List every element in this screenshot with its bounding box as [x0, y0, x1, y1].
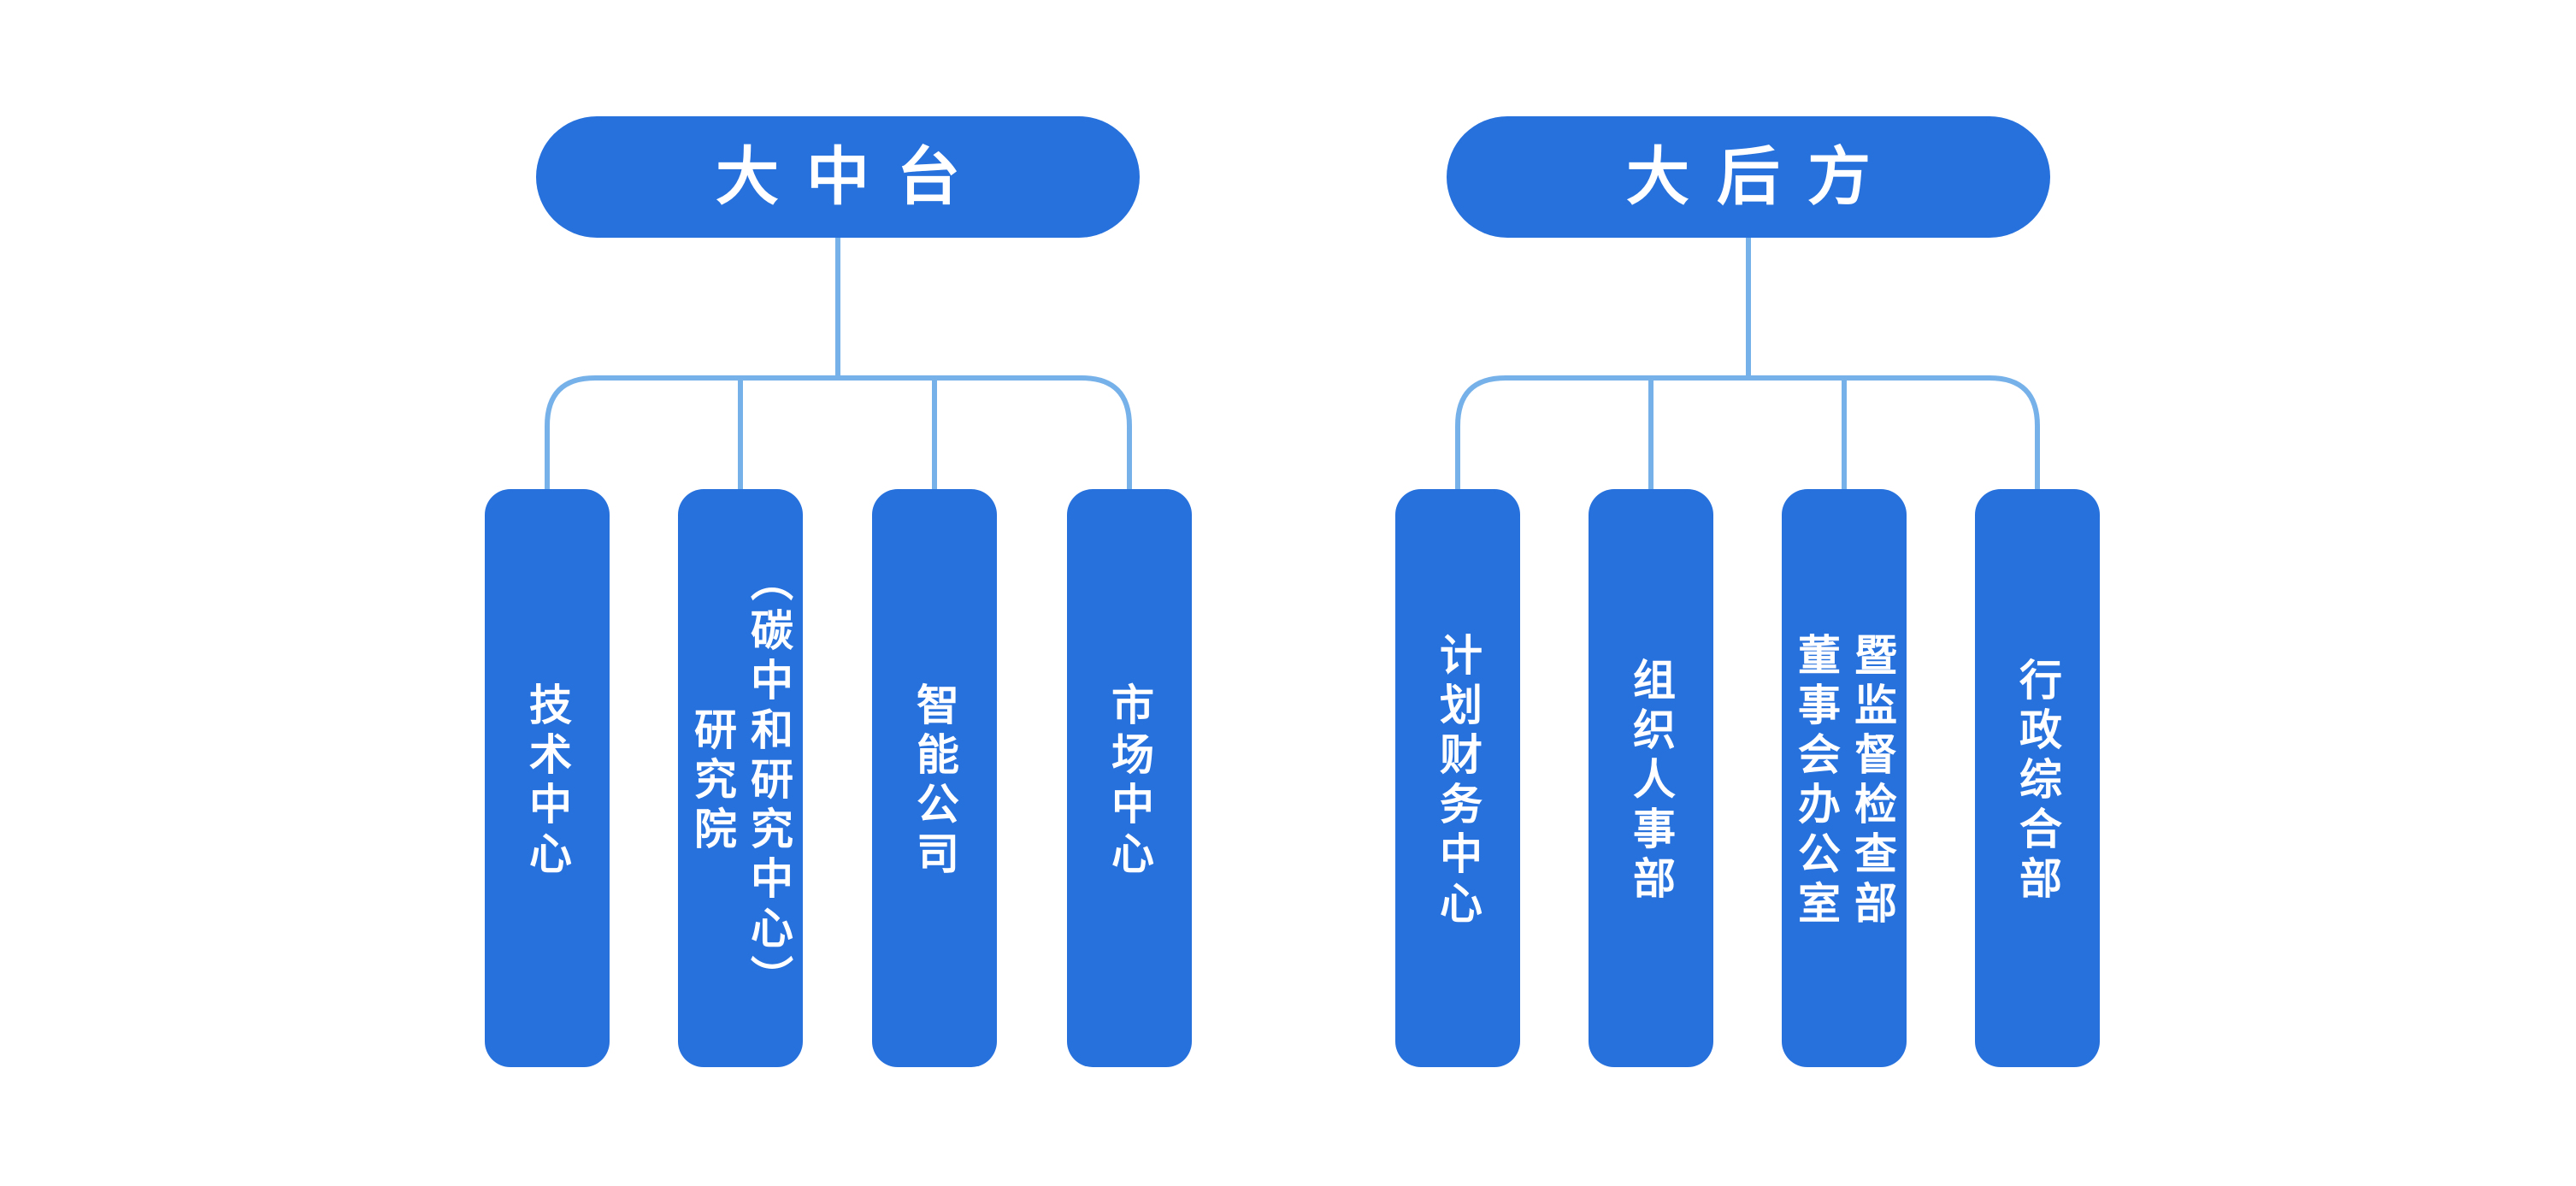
dept-node-intelligence-company: 智能公司 [872, 489, 997, 1067]
dept-node-label: 研究院 （碳中和研究中心） [688, 558, 793, 1005]
group-node-label: 大中台 [716, 141, 987, 212]
group-node-middle-platform: 大中台 [536, 116, 1140, 238]
group-node-rear-support: 大后方 [1447, 116, 2050, 238]
dept-node-planning-finance-center: 计划财务中心 [1395, 489, 1520, 1067]
connector-path-group-1 [545, 236, 1132, 489]
dept-node-research-institute: 研究院 （碳中和研究中心） [678, 489, 803, 1067]
dept-node-label: 董事会办公室 暨监督检查部 [1792, 633, 1896, 930]
dept-node-label: 智能公司 [911, 682, 958, 881]
dept-node-label: 技术中心 [523, 682, 571, 881]
dept-node-label: 市场中心 [1105, 682, 1153, 881]
dept-node-label: 组织人事部 [1627, 658, 1675, 906]
connector-path-group-2 [1455, 236, 2040, 489]
dept-node-market-center: 市场中心 [1067, 489, 1192, 1067]
dept-node-label: 计划财务中心 [1434, 633, 1482, 930]
dept-node-organization-hr-dept: 组织人事部 [1589, 489, 1713, 1067]
dept-node-tech-center: 技术中心 [485, 489, 610, 1067]
group-node-label: 大后方 [1626, 141, 1898, 212]
dept-node-admin-general-dept: 行政综合部 [1975, 489, 2100, 1067]
dept-node-board-office-supervision-dept: 董事会办公室 暨监督检查部 [1782, 489, 1907, 1067]
dept-node-label: 行政综合部 [2013, 658, 2061, 906]
